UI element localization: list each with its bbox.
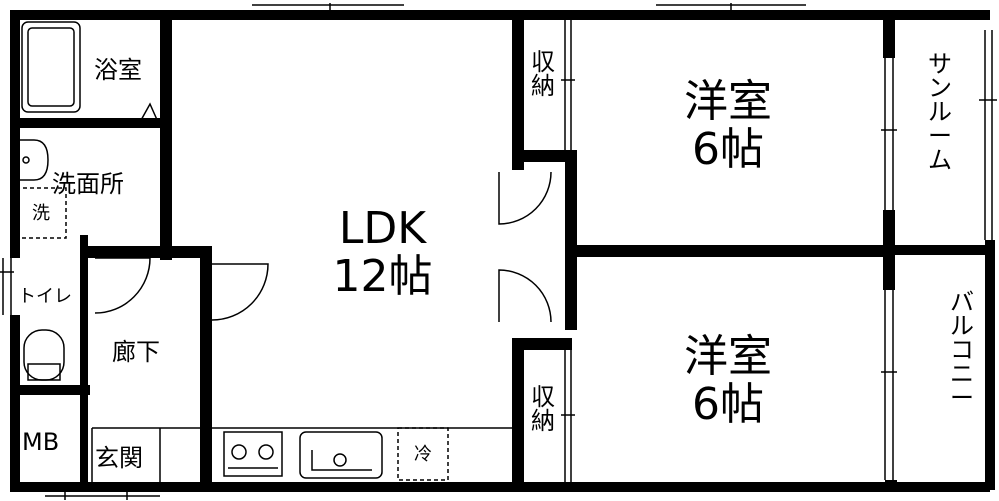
bedroom-bottom-name: 洋室 (684, 331, 772, 382)
washer-label: 洗 (32, 203, 50, 224)
room-bedroom-top: 洋室 6帖 (668, 78, 788, 174)
storage-top-char-1: 収 (531, 48, 555, 76)
room-label-washroom: 洗面所 (52, 170, 124, 198)
sunroom-char-4: ー (928, 122, 952, 150)
storage-top-label: 収 納 (528, 50, 558, 98)
bedroom-top-size: 6帖 (692, 124, 764, 175)
storage-bottom-label: 収 納 (528, 385, 558, 433)
ldk-name: LDK (338, 203, 427, 254)
sunroom-char-5: ム (928, 146, 952, 174)
sunroom-char-2: ン (928, 74, 952, 102)
ldk-size: 12帖 (332, 251, 433, 302)
balcony-char-1: バ (950, 288, 974, 316)
balcony-char-2: ル (950, 312, 974, 340)
storage-bottom-char-1: 収 (531, 383, 555, 411)
sunroom-char-3: ル (928, 98, 952, 126)
balcony-char-4: ニ (950, 360, 974, 388)
bedroom-bottom-size: 6帖 (692, 379, 764, 430)
room-label-entrance: 玄関 (95, 444, 143, 472)
room-label-bath: 浴室 (94, 56, 142, 84)
room-label-mb: MB (22, 428, 60, 456)
room-label-toilet: トイレ (18, 286, 72, 307)
balcony-label: バ ル コ ニ ー (944, 290, 980, 410)
fridge-label: 冷 (414, 444, 432, 465)
room-bedroom-bottom: 洋室 6帖 (668, 333, 788, 429)
sunroom-label: サ ン ル ー ム (922, 52, 958, 172)
storage-top-char-2: 納 (531, 72, 555, 100)
room-label-hallway: 廊下 (112, 338, 160, 366)
sunroom-char-1: サ (928, 50, 952, 78)
room-ldk: LDK 12帖 (310, 205, 455, 301)
bedroom-top-name: 洋室 (684, 76, 772, 127)
storage-bottom-char-2: 納 (531, 407, 555, 435)
balcony-char-5: ー (950, 384, 974, 412)
balcony-char-3: コ (950, 336, 974, 364)
